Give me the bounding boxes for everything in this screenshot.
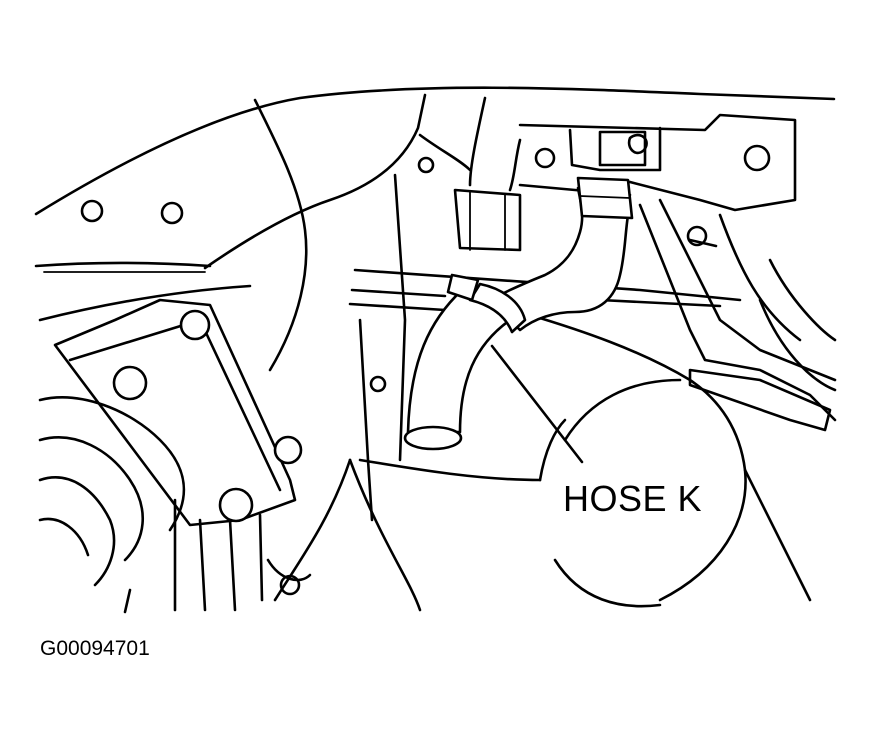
leader-line: [490, 344, 584, 464]
upper-hose: [453, 96, 522, 252]
figure-id: G00094701: [40, 637, 150, 660]
lower-panel: [266, 313, 812, 612]
top-bracket: [518, 113, 797, 212]
hose-k-label: HOSE K: [563, 478, 703, 519]
crossmember: [348, 268, 742, 522]
right-bracket: [638, 198, 837, 432]
hose-k: [403, 176, 634, 451]
engine-mount: [38, 298, 303, 614]
upper-body-panel: [34, 86, 836, 322]
strut-tower: [203, 93, 472, 462]
